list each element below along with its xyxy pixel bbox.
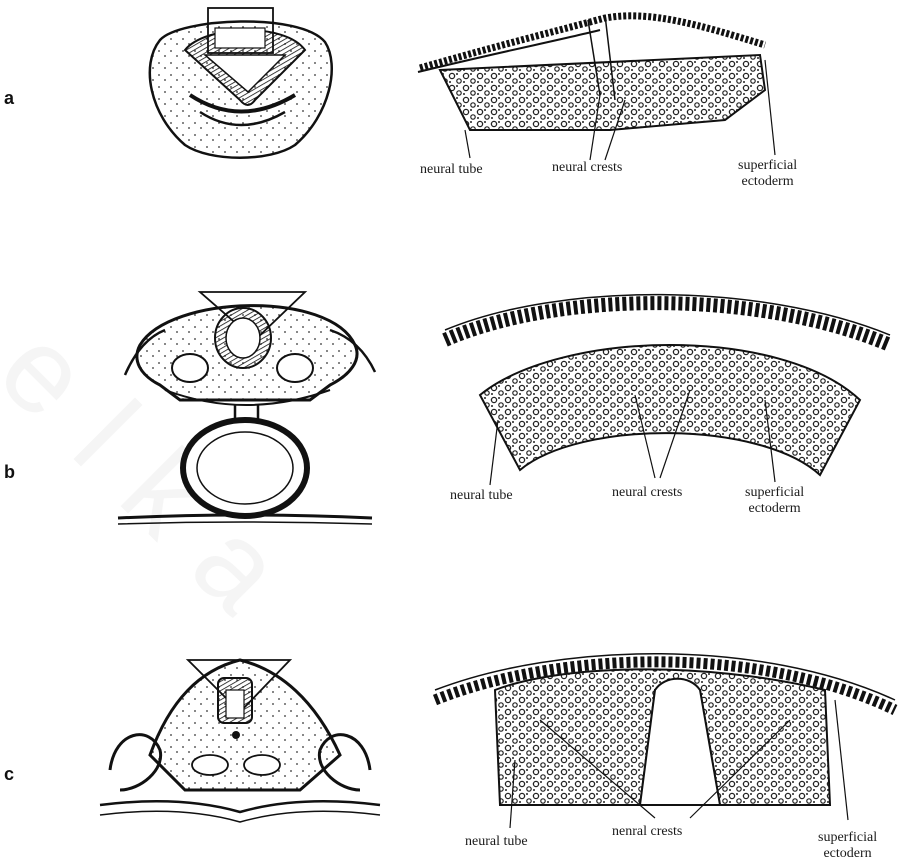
label-neural-crests-b: neural crests xyxy=(612,485,682,501)
panel-b-detail xyxy=(445,295,890,485)
panel-a-detail xyxy=(418,15,775,160)
panel-b-overview xyxy=(118,292,375,524)
panel-c-detail xyxy=(435,654,895,828)
label-superficial-line1: superficial xyxy=(745,485,804,501)
label-superficial-line2: ectoderm xyxy=(738,174,797,190)
label-superficial-ectoderm-a: superficial ectoderm xyxy=(738,158,797,190)
label-neural-tube-c: neural tube xyxy=(465,834,528,850)
label-superficial-line1: superficial xyxy=(818,830,877,846)
label-neural-crests-c: nenral crests xyxy=(612,824,682,840)
panel-label-b: b xyxy=(4,462,15,483)
label-neural-tube-b: neural tube xyxy=(450,488,513,504)
label-superficial-line2: ectoderm xyxy=(745,501,804,517)
label-superficial-line1: superficial xyxy=(738,158,797,174)
panel-label-c: c xyxy=(4,764,14,785)
panel-a-overview xyxy=(150,8,332,158)
label-superficial-line2: ectodern xyxy=(818,846,877,862)
panel-label-a: a xyxy=(4,88,14,109)
label-superficial-ectoderm-c: superficial ectodern xyxy=(818,830,877,862)
label-superficial-ectoderm-b: superficial ectoderm xyxy=(745,485,804,517)
panel-c-overview xyxy=(100,660,380,822)
label-neural-tube-a: neural tube xyxy=(420,162,483,178)
label-neural-crests-a: neural crests xyxy=(552,160,622,176)
